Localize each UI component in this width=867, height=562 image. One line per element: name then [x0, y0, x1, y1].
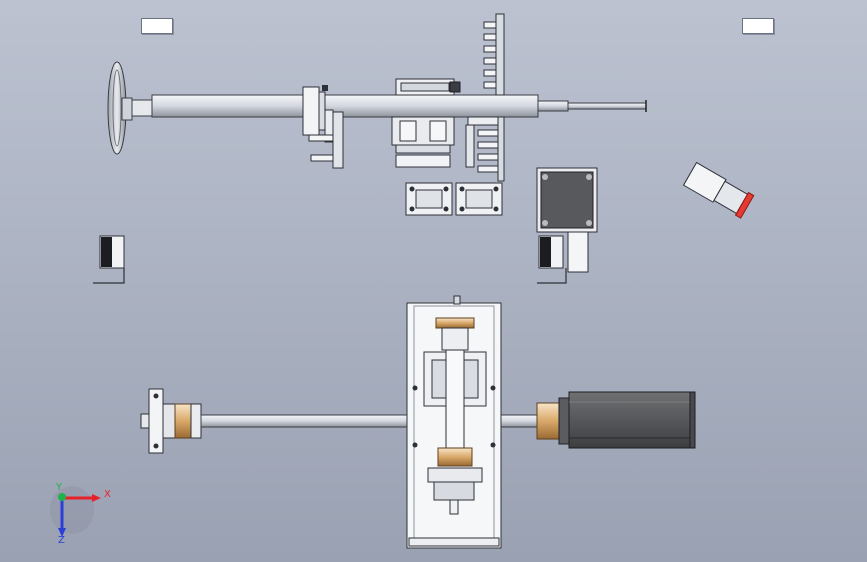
- angled-coupling[interactable]: [682, 161, 755, 219]
- top-assembly[interactable]: [93, 13, 755, 284]
- limit-sensor-left[interactable]: [93, 235, 125, 284]
- annotation-tag-left[interactable]: [141, 18, 173, 34]
- handwheel[interactable]: [107, 61, 153, 155]
- main-shaft[interactable]: [151, 94, 539, 118]
- annotation-tag-right[interactable]: [742, 18, 774, 34]
- vertical-rail[interactable]: [465, 13, 505, 182]
- x-axis-head: [92, 494, 101, 502]
- carriage-plate[interactable]: [406, 295, 502, 549]
- x-axis-label: X: [104, 489, 111, 500]
- triad-shadow: [50, 486, 94, 534]
- lead-screw[interactable]: [200, 414, 409, 428]
- coordinate-triad: X Y Z: [50, 482, 111, 546]
- servo-motor[interactable]: [536, 391, 696, 449]
- bottom-assembly[interactable]: [140, 295, 696, 549]
- z-axis-label: Z: [58, 535, 65, 546]
- mount-plate-left[interactable]: [405, 182, 453, 216]
- mount-plate-right[interactable]: [455, 182, 503, 216]
- stepper-motor[interactable]: [536, 167, 598, 273]
- center-bearing-block[interactable]: [391, 78, 461, 168]
- shaft-clamp[interactable]: [302, 85, 344, 169]
- limit-sensor-right[interactable]: [537, 235, 567, 284]
- z-axis-head: [58, 528, 66, 537]
- y-axis-label: Y: [55, 482, 63, 493]
- y-axis-marker: [58, 493, 66, 501]
- end-bearing[interactable]: [140, 388, 202, 454]
